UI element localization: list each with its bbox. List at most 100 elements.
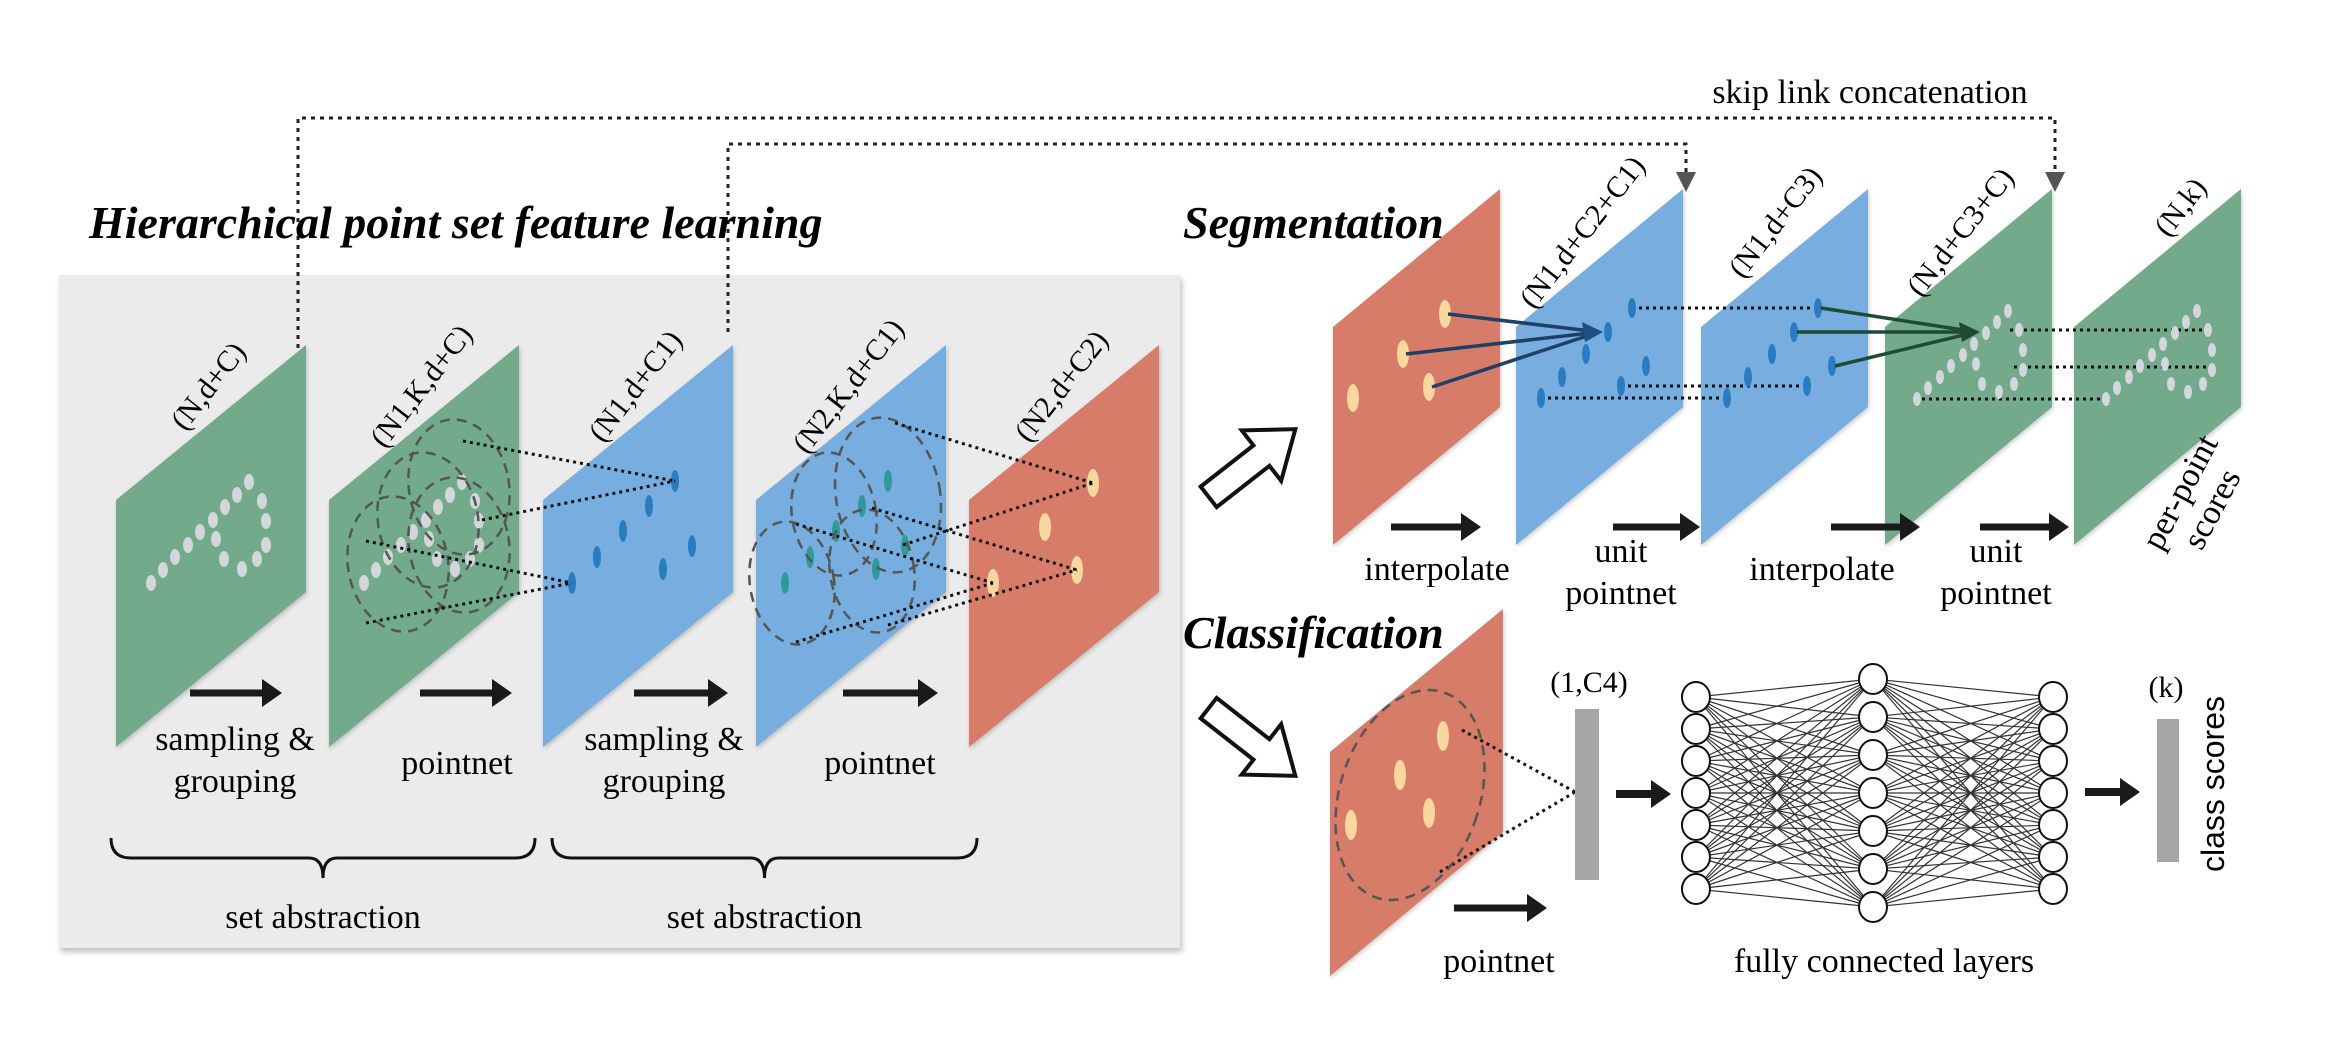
fc-connection: [1695, 678, 1874, 762]
point: [433, 499, 443, 515]
point: [257, 493, 267, 509]
point: [2167, 377, 2175, 391]
point: [1982, 326, 1990, 340]
point: [1790, 322, 1798, 342]
fc-connection: [1695, 678, 1874, 858]
fc-connection: [1872, 868, 2054, 890]
fc-connection: [1695, 728, 1874, 794]
fc-connection: [1872, 856, 2054, 908]
point: [1936, 370, 1944, 384]
step-label: sampling &: [155, 721, 315, 758]
fc-neuron: [1858, 739, 1888, 771]
grouping-ball: [828, 508, 916, 634]
point: [1347, 384, 1359, 412]
point: [465, 551, 475, 567]
point: [2136, 359, 2144, 373]
arrow-right-icon: [1900, 513, 1920, 541]
fc-connection: [1872, 754, 2054, 826]
fc-connection: [1872, 754, 2054, 858]
dotted-link: [887, 568, 1078, 627]
point: [1537, 388, 1545, 408]
segmentation-layer-3: (N1,d+C3): [1701, 160, 1868, 545]
fc-connection: [1695, 760, 1874, 832]
point: [2113, 381, 2121, 395]
fc-connection: [1695, 716, 1874, 858]
fc-connection: [1695, 888, 1874, 908]
fc-neuron: [1858, 701, 1888, 733]
fc-connection: [1872, 792, 2054, 908]
fc-connection: [1695, 678, 1874, 730]
fc-connection: [1872, 792, 2054, 858]
fc-connection: [1872, 728, 2054, 832]
fc-neuron: [1681, 841, 1711, 873]
point: [1397, 340, 1409, 368]
point: [252, 551, 262, 567]
fc-connection: [1695, 830, 1874, 858]
feature-plane: [1885, 189, 2052, 545]
dotted-link: [1461, 728, 1576, 794]
point: [211, 531, 221, 547]
point: [1345, 810, 1357, 840]
fc-connection: [1695, 760, 1874, 870]
interpolation-line: [1405, 330, 1600, 356]
dotted-link: [1439, 790, 1576, 874]
fc-neuron: [2038, 841, 2068, 873]
fc-connection: [1872, 792, 2054, 832]
point: [2204, 323, 2212, 337]
step-label: pointnet: [1565, 575, 1677, 612]
step-label: interpolate: [1364, 551, 1509, 588]
dotted-link: [462, 439, 676, 483]
point: [1768, 344, 1776, 364]
fc-connection: [1872, 760, 2054, 908]
point: [645, 495, 653, 517]
dotted-link: [481, 479, 676, 522]
segmentation-branch-arrow-icon: [1197, 427, 1298, 510]
arrow-right-icon: [1527, 894, 1547, 922]
point: [858, 495, 866, 517]
classification-branch-arrow-icon: [1197, 695, 1298, 778]
fc-neuron: [1858, 853, 1888, 885]
grouping-ball: [407, 418, 511, 556]
step-label: unit: [1970, 533, 2023, 570]
fc-connection: [1695, 678, 1874, 826]
fc-neuron: [1858, 891, 1888, 923]
point: [1628, 298, 1636, 318]
point: [1947, 359, 1955, 373]
arrow-right-icon: [1461, 513, 1481, 541]
point: [2161, 357, 2169, 371]
point: [244, 474, 254, 490]
arrow-right-icon: [492, 679, 512, 707]
grouping-ball: [376, 451, 480, 589]
fc-connection: [1695, 792, 1874, 870]
interpolation-line: [1447, 312, 1600, 334]
point: [659, 558, 667, 580]
skip-link-outer: [296, 116, 2057, 357]
fc-connection: [1872, 856, 2054, 870]
point: [2171, 326, 2179, 340]
point: [359, 575, 369, 591]
point: [1617, 376, 1625, 396]
arrow-right-icon: [262, 679, 282, 707]
fc-connection: [1872, 678, 2054, 698]
feature-plane: [756, 345, 946, 747]
fc-connection: [1872, 696, 2054, 794]
point: [183, 537, 193, 553]
skip-link-arrowhead-icon: [2045, 172, 2065, 192]
classification-group: (1,C4)pointnet(k)fully connected layersc…: [1197, 609, 2231, 980]
point: [1604, 322, 1612, 342]
point: [220, 499, 230, 515]
skip-link-label: skip link concatenation: [1712, 74, 2027, 111]
dotted-link: [871, 506, 1078, 572]
arrow-right-icon: [1651, 780, 1671, 808]
global-feature-vector: [1575, 709, 1599, 880]
point: [1087, 469, 1099, 497]
fc-connection: [1695, 824, 1874, 870]
point: [2159, 337, 2167, 351]
fc-connection: [1872, 760, 2054, 794]
fc-connection: [1872, 678, 2054, 794]
point: [445, 487, 455, 503]
point: [1439, 300, 1451, 328]
fc-neuron: [2038, 745, 2068, 777]
skip-link-arrowhead-icon: [1676, 172, 1696, 192]
